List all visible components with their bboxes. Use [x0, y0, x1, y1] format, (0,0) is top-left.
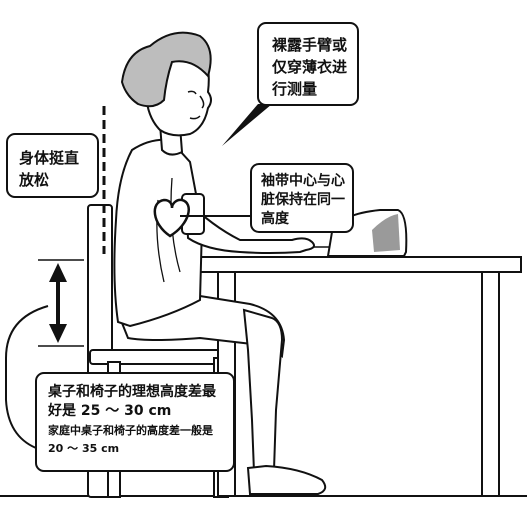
double-arrow-icon	[49, 263, 67, 343]
height-bracket	[5, 305, 49, 449]
callout-cuff-heart-level: 袖带中心与心 脏保持在同一 高度	[250, 163, 354, 233]
callout-height-difference: 桌子和椅子的理想高度差最 好是 25 ～ 30 cm 家庭中桌子和椅子的高度差一…	[35, 372, 235, 472]
callout-height-main-line-2: 好是 25 ～ 30 cm	[48, 403, 172, 419]
callout-cuff-line-3: 高度	[261, 211, 289, 227]
callout-height-sub-line-1: 家庭中桌子和椅子的高度差一般是	[48, 424, 213, 437]
callout-posture-line-2: 放松	[19, 171, 50, 189]
callout-bare-arm-line-3: 行测量	[272, 80, 318, 98]
woman-arm	[184, 197, 315, 254]
undress-pointer	[222, 104, 272, 146]
callout-cuff-line-1: 袖带中心与心	[261, 173, 345, 189]
callout-bare-arm-line-2: 仅穿薄衣进	[272, 58, 348, 76]
callout-cuff-line-2: 脏保持在同一	[261, 192, 345, 208]
callout-height-main-line-1: 桌子和椅子的理想高度差最	[48, 384, 216, 400]
callout-posture: 身体挺直 放松	[6, 133, 99, 198]
callout-height-sub-line-2: 20 ～ 35 cm	[48, 442, 120, 455]
callout-bare-arm-line-1: 裸露手臂或	[272, 36, 348, 54]
woman-head	[120, 31, 212, 156]
callout-posture-line-1: 身体挺直	[19, 149, 80, 167]
table	[197, 256, 522, 497]
heart-icon	[153, 198, 190, 238]
callout-bare-arm: 裸露手臂或 仅穿薄衣进 行测量	[257, 22, 359, 106]
